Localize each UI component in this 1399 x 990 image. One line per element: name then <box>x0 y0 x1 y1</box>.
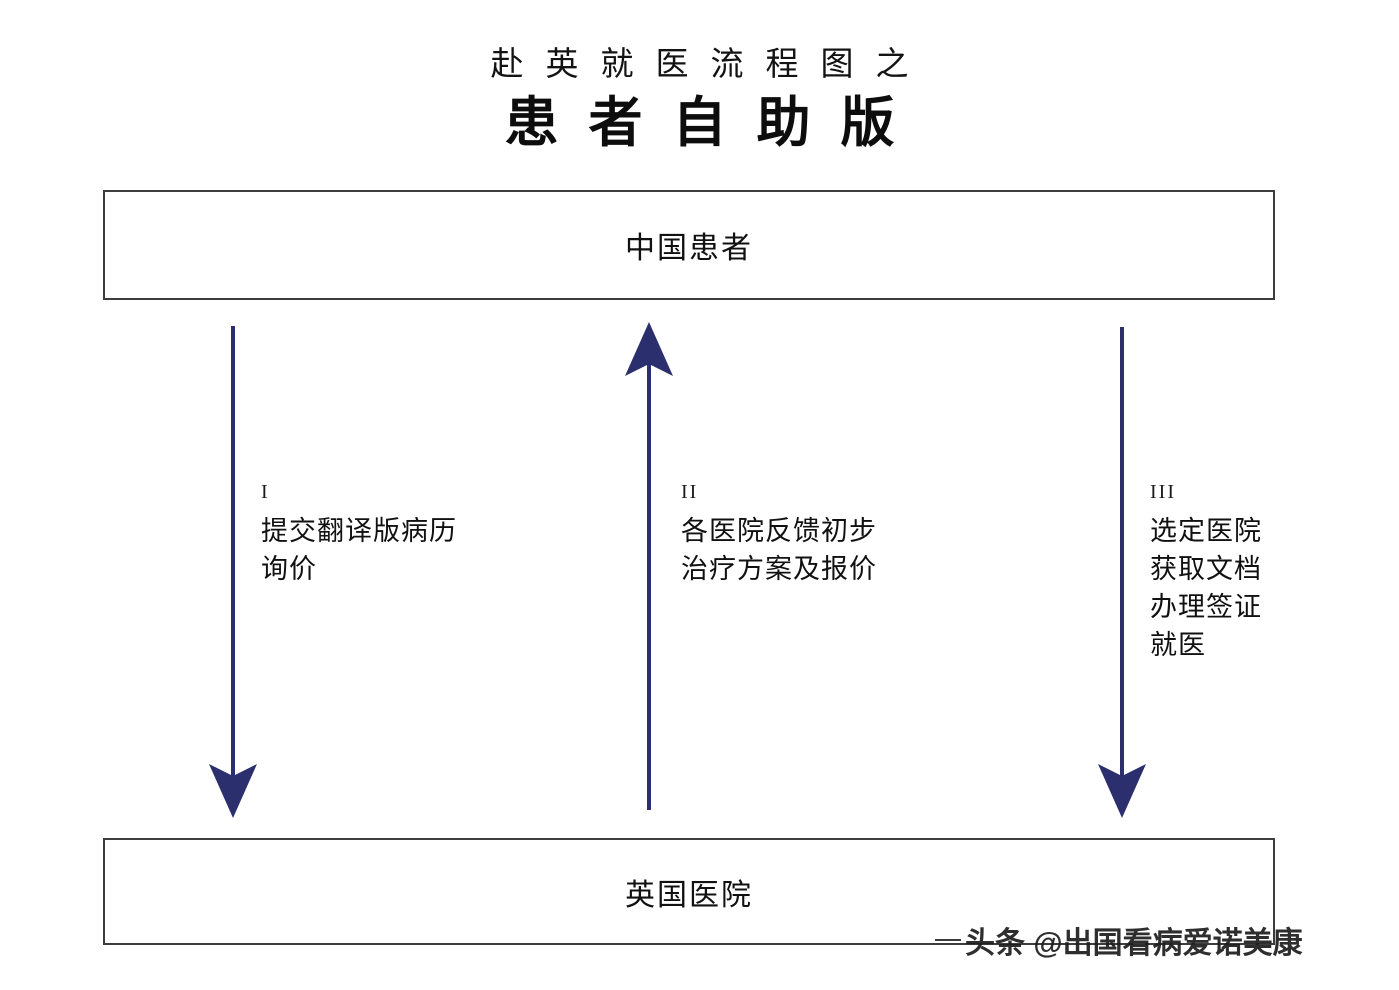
step-2-text-line-1: 各医院反馈初步 <box>681 516 877 546</box>
node-box-chinese-patient: 中国患者 <box>103 190 1275 300</box>
step-3-text-line-1: 选定医院 <box>1150 516 1262 546</box>
watermark: 头条 @出国看病爱诺美康 <box>935 918 1303 962</box>
arrow-step-1-down <box>209 326 257 818</box>
step-3-text-line-2: 获取文档 <box>1150 554 1262 584</box>
step-3-text-line-4: 就医 <box>1150 630 1206 660</box>
title-line-secondary: 患者自助版 <box>504 93 925 153</box>
step-1-text-line-1: 提交翻译版病历 <box>261 516 457 546</box>
step-numeral-3: III <box>1150 481 1176 503</box>
node-box-uk-hospital: 英国医院 <box>103 838 1275 945</box>
step-numeral-1: I <box>261 481 270 503</box>
step-2-text-line-2: 治疗方案及报价 <box>681 554 877 584</box>
step-3-text-line-3: 办理签证 <box>1150 592 1262 622</box>
arrow-step-2-up <box>625 322 673 810</box>
page-title: 赴英就医流程图之 患者自助版 <box>0 42 1399 158</box>
step-numeral-2: II <box>681 481 699 503</box>
watermark-rule-icon <box>935 939 961 941</box>
arrow-step-3-down <box>1098 327 1146 818</box>
step-label-group-2: II 各医院反馈初步 治疗方案及报价 <box>681 481 877 588</box>
step-label-group-3: III 选定医院 获取文档 办理签证 就医 <box>1150 481 1262 664</box>
title-line-primary: 赴英就医流程图之 <box>490 45 931 82</box>
watermark-text: 头条 @出国看病爱诺美康 <box>965 927 1303 960</box>
node-label-uk-hospital: 英国医院 <box>625 878 753 912</box>
step-label-group-1: I 提交翻译版病历 询价 <box>261 481 457 588</box>
node-label-chinese-patient: 中国患者 <box>625 232 753 265</box>
step-1-text-line-2: 询价 <box>261 554 317 584</box>
